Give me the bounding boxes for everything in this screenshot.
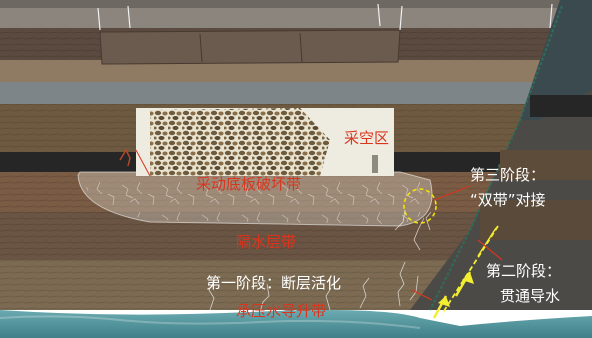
water-rise-fractures	[208, 209, 432, 313]
stage3-label-line1: 第三阶段：	[470, 166, 545, 184]
stage3-label-line2: “双带”对接	[470, 191, 546, 209]
stage1-label: 第一阶段：断层活化	[206, 274, 341, 292]
confined-water-rise-label: 承压水导升带	[236, 302, 326, 320]
aquiclude-label: 隔水层带	[236, 233, 296, 251]
damage-zone-label: 采动底板破坏带	[196, 175, 301, 193]
goaf-label: 采空区	[344, 129, 389, 147]
stratum-grey-limestone	[0, 82, 592, 104]
stage2-label-line2: 贯通导水	[500, 287, 560, 305]
goaf	[119, 108, 394, 177]
stratum-top-dark	[0, 0, 592, 8]
stage2-label-line1: 第二阶段：	[486, 262, 561, 280]
fault-arrows	[432, 225, 499, 319]
double-zone-connection-circle	[403, 188, 437, 224]
stratum-sandy-1	[0, 60, 592, 82]
confined-aquifer	[0, 310, 592, 338]
fault-block	[410, 0, 592, 311]
leader-stage3	[433, 185, 471, 201]
leader-stage1	[411, 289, 433, 301]
leader-stage2	[477, 239, 503, 261]
